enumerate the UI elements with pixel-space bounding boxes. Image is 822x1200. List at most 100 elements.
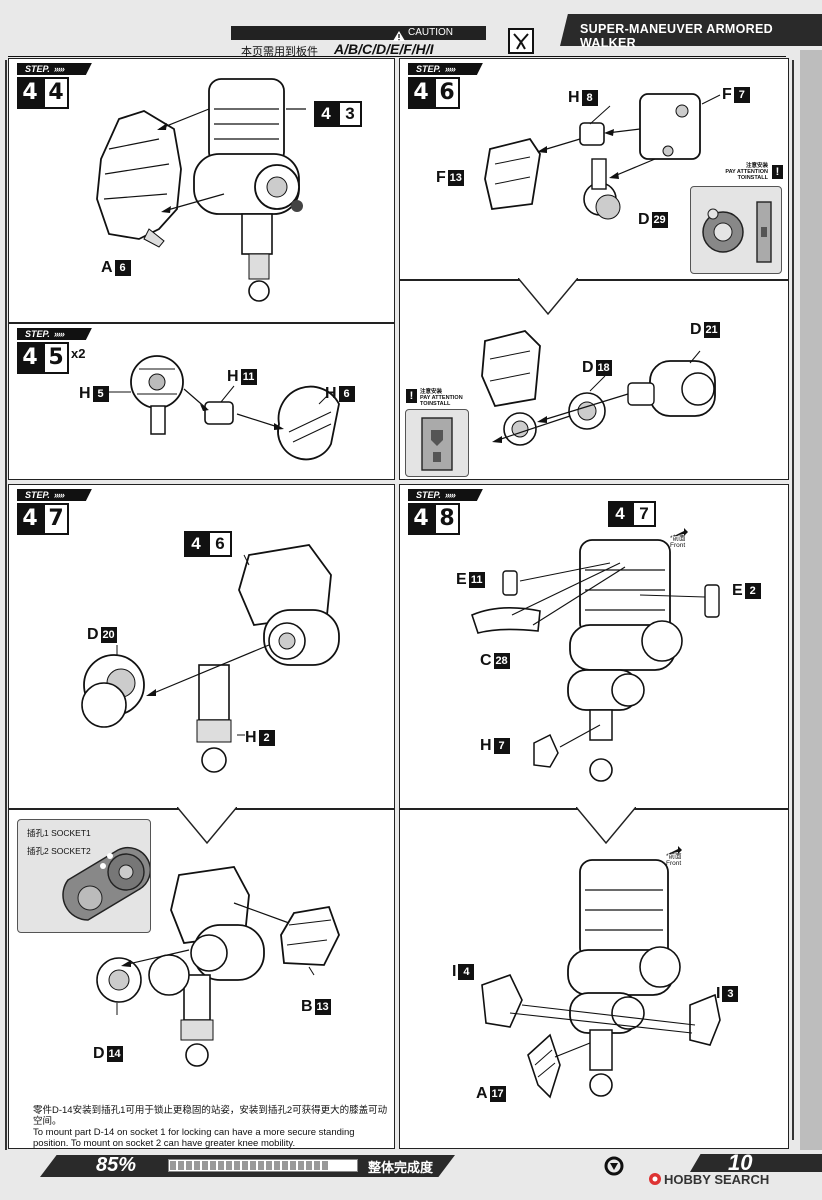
page-number-band — [690, 1154, 822, 1172]
socket-detail-box — [17, 819, 152, 933]
step-digit: 7 — [43, 503, 69, 535]
socket-detail-drawing — [62, 846, 152, 921]
parts-letters: A/B/C/D/E/F/H/I — [334, 41, 434, 57]
socket1-label: 插孔1 SOCKET1 — [27, 828, 91, 838]
ref-digit: 4 — [608, 501, 632, 527]
footnote: 零件D-14安装到插孔1可用于锁止更稳固的站姿，安装到插孔2可获得更大的膝盖可动… — [33, 1105, 389, 1149]
left-border-line — [5, 60, 7, 1150]
progress-percent: 85% — [96, 1154, 137, 1176]
series-title: SUPER-MANEUVER ARMORED WALKER — [580, 22, 773, 50]
step-digit: 4 — [408, 77, 434, 109]
step-digit: 4 — [43, 77, 69, 109]
watermark-logo-icon — [648, 1172, 662, 1191]
step-number-44: 4 4 — [17, 77, 69, 109]
waist-assembly-drawing-bottom — [481, 859, 721, 1099]
right-border-line — [792, 60, 794, 1140]
page-number: 10 — [728, 1150, 753, 1175]
attention-exclamation-icon: ! — [406, 389, 417, 403]
step-tag: STEP.››››› — [17, 328, 92, 340]
attention-exclamation-icon: ! — [772, 165, 783, 179]
ref-digit: 4 — [184, 531, 208, 557]
ref-digit: 7 — [632, 501, 656, 527]
leg-assembly-drawing-top — [81, 544, 340, 773]
ref-digit: 4 — [314, 101, 338, 127]
multiplier: x2 — [71, 346, 86, 361]
ref-step-47: 4 7 — [608, 501, 656, 527]
step-tag: STEP.››››› — [408, 489, 483, 501]
step-digit: 4 — [17, 503, 43, 535]
brand-logo-icon — [604, 1156, 624, 1181]
hip-joint-drawing-bottom — [481, 330, 716, 446]
step-digit: 4 — [408, 503, 434, 535]
header-bar: SUPER-MANEUVER ARMORED WALKER CAUTION 本页… — [0, 0, 822, 58]
step-digit: 6 — [434, 77, 460, 109]
header-rule — [8, 56, 786, 57]
attention-detail-drawing — [702, 201, 772, 263]
footnote-cn: 零件D-14安装到插孔1可用于锁止更稳固的站姿，安装到插孔2可获得更大的膝盖可动… — [33, 1105, 388, 1127]
progress-bar-fill — [170, 1161, 328, 1170]
step-digit: 8 — [434, 503, 460, 535]
caution-bar — [231, 26, 486, 40]
divider-caret — [518, 278, 578, 316]
attention-box — [690, 186, 782, 274]
step-digit: 5 — [43, 342, 69, 374]
header-band — [560, 14, 822, 46]
armor-torso-drawing — [96, 78, 306, 302]
hip-joint-drawing-top — [484, 93, 721, 220]
divider-caret — [576, 807, 636, 845]
step-tag: STEP.››››› — [17, 63, 92, 75]
completion-label: 整体完成度 — [368, 1160, 434, 1175]
step-number-48: 4 8 — [408, 503, 460, 535]
parts-note: 本页需用到板件 — [241, 46, 318, 58]
watermark: HOBBY SEARCH — [664, 1172, 770, 1187]
ref-digit: 6 — [208, 531, 232, 557]
attention-box — [405, 409, 469, 477]
attention-detail-drawing — [421, 417, 453, 471]
step-number-47: 4 7 — [17, 503, 69, 535]
leg-assembly-drawing-bottom — [96, 866, 340, 1067]
front-arrow-icon — [674, 523, 688, 541]
progress-bar-track — [168, 1159, 358, 1172]
step-digit: 4 — [17, 342, 43, 374]
step-tag: STEP.››››› — [408, 63, 483, 75]
nipper-icon — [508, 28, 534, 54]
warning-triangle-icon — [393, 28, 405, 46]
step-number-46: 4 6 — [408, 77, 460, 109]
divider-caret — [177, 807, 237, 845]
step-number-45: 4 5 — [17, 342, 69, 374]
waist-assembly-drawing-top — [471, 539, 720, 782]
right-border-decoration — [800, 50, 822, 1150]
step-tag: STEP.››››› — [17, 489, 92, 501]
panel-divider — [400, 279, 788, 281]
front-arrow-icon — [668, 841, 682, 859]
ref-step-46: 4 6 — [184, 531, 232, 557]
ref-digit: 3 — [338, 101, 362, 127]
